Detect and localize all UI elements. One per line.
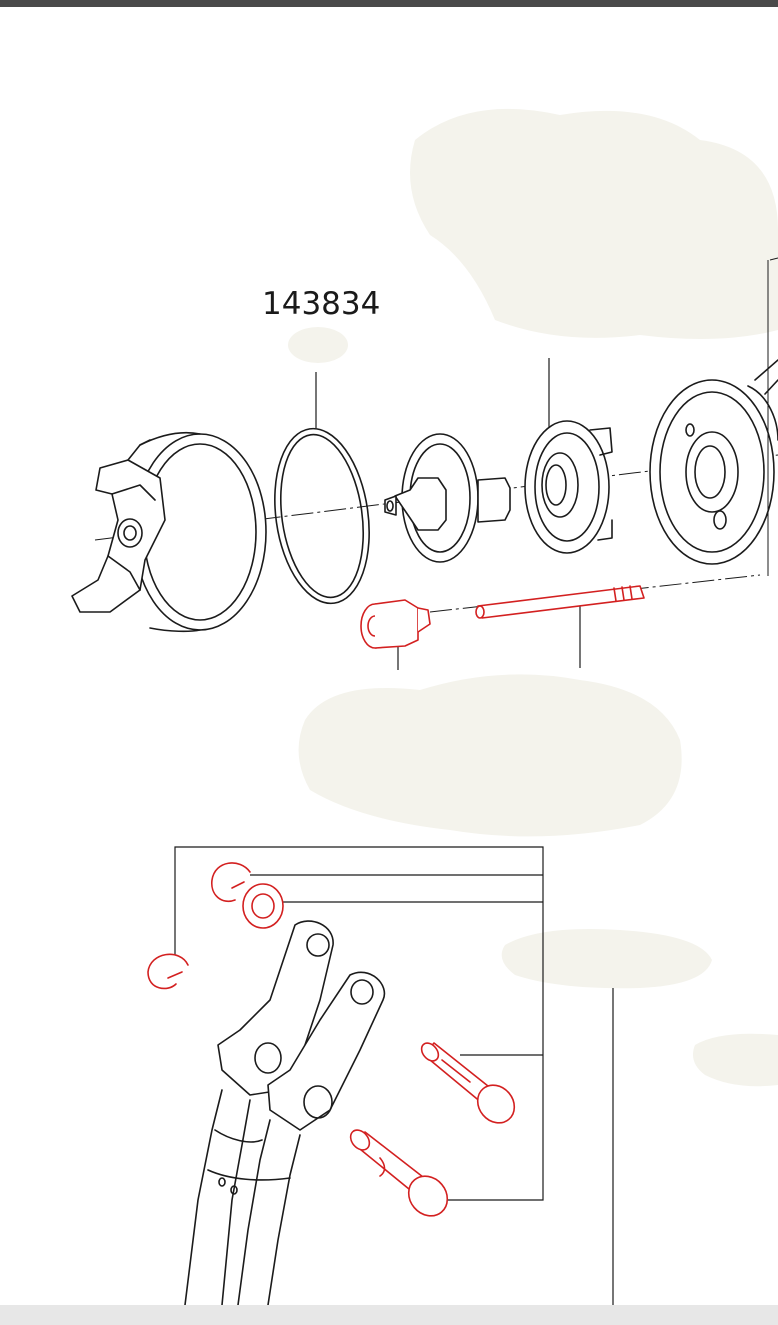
plug-red	[360, 599, 431, 649]
pin-upper	[420, 1042, 516, 1124]
spray-head-body	[649, 257, 778, 576]
bottom-edge-bar	[0, 1305, 778, 1325]
e-clip-lower	[147, 953, 189, 990]
top-border	[0, 0, 778, 7]
pin-lower	[349, 1129, 449, 1217]
retainer-bushing	[524, 420, 613, 554]
e-clip-upper	[211, 862, 251, 902]
redacted-area-under-label	[288, 327, 348, 363]
needle-red	[475, 585, 645, 619]
part-number-label: 143834	[262, 286, 381, 322]
redacted-area-top-right	[410, 108, 778, 339]
trigger-assembly	[184, 920, 386, 1306]
air-cap	[71, 431, 267, 633]
redacted-area-middle	[298, 674, 682, 837]
washer	[242, 883, 284, 929]
redacted-area-lower	[501, 929, 712, 989]
redacted-areas	[288, 108, 778, 1087]
redacted-area-right-edge	[692, 1033, 778, 1087]
lower-leader-brackets	[174, 846, 614, 1305]
o-ring-seal	[274, 427, 370, 605]
fluid-nozzle	[384, 433, 511, 563]
